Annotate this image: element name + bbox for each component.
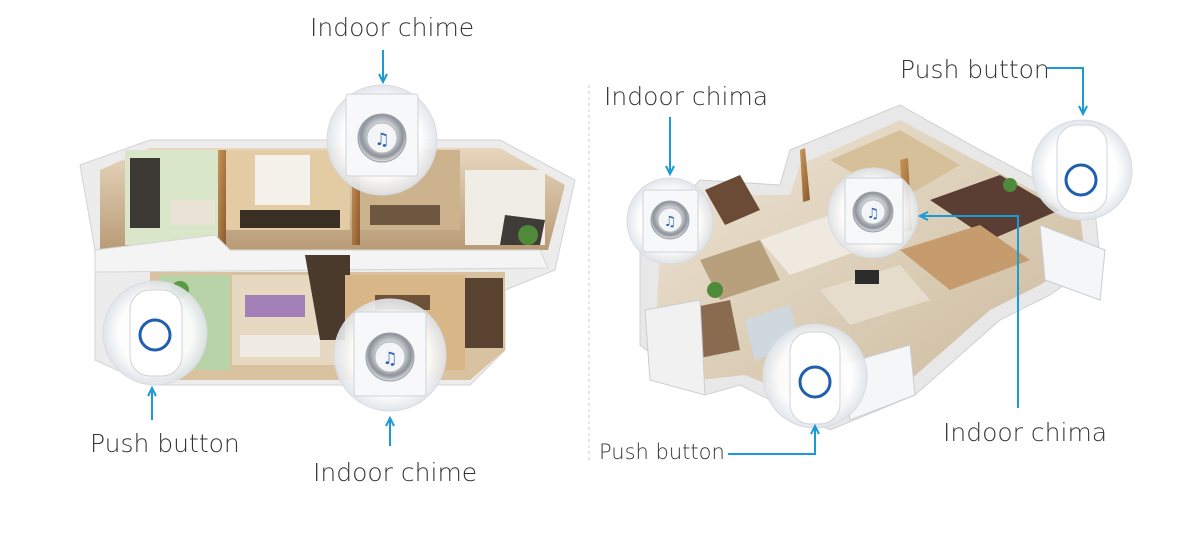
music-note-icon: ♫ [867,206,880,222]
left-push-button [102,280,208,386]
label-right-bottom-indoor-chime: Indoor chima [943,418,1108,447]
left-top-chime: ♫ [326,84,438,196]
right-left-chime: ♫ [626,177,714,265]
right-top-push-button [1031,119,1133,221]
ring-button-icon [1064,163,1098,197]
left-connectors [147,50,395,446]
label-right-bottom-push-button: Push button [599,440,725,464]
right-house-floorplan [639,104,1106,431]
label-left-push-button: Push button [90,429,240,458]
label-right-top-push-button: Push button [900,55,1050,84]
label-left-bottom-indoor-chime: Indoor chime [313,458,478,487]
ring-button-icon [798,365,832,399]
music-note-icon: ♫ [374,130,389,150]
label-right-left-indoor-chime: Indoor chima [604,82,769,111]
music-note-icon: ♫ [382,349,397,369]
music-note-icon: ♫ [664,214,677,230]
label-left-top-indoor-chime: Indoor chime [310,13,475,42]
right-center-chime: ♫ [827,167,919,259]
left-bottom-chime: ♫ [333,298,447,412]
right-connectors [665,67,1088,455]
ring-button-icon [138,318,172,352]
right-bottom-push-button [762,323,868,429]
